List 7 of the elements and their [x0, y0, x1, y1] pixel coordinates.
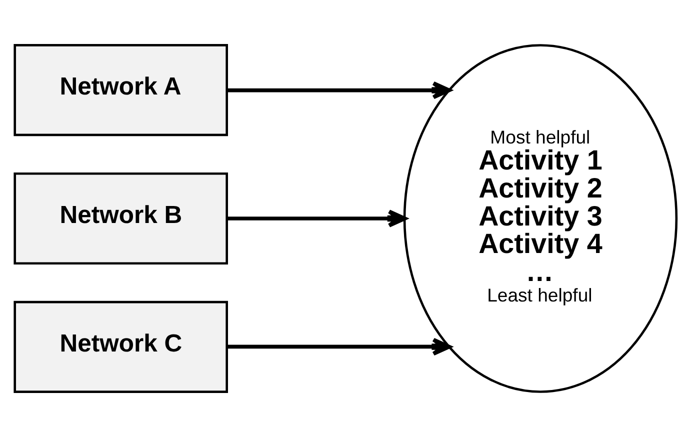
node-box: Network C — [14, 300, 228, 392]
node-ellipse: Most helpful Activity 1 Activity 2 Activity 3 Activity 4 … Least helpful — [403, 44, 678, 392]
arrow — [227, 80, 452, 99]
node-box: Network B — [14, 172, 228, 264]
arrow — [227, 337, 452, 356]
node-box: Network A — [14, 44, 228, 136]
arrow — [227, 209, 407, 227]
